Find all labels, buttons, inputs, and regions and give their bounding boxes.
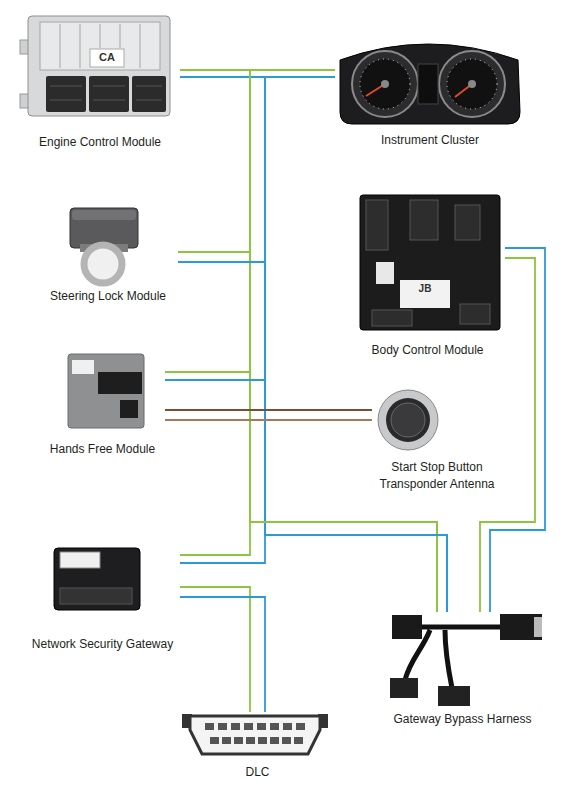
obd-connector <box>438 686 470 706</box>
module-node: Body Control Module <box>350 185 505 359</box>
dlc-shell <box>190 716 320 754</box>
part-marking: JB <box>400 284 450 294</box>
wire <box>180 535 447 612</box>
button-bezel <box>378 390 438 450</box>
bus-connector <box>165 410 372 420</box>
connector <box>410 200 438 240</box>
engine-control-module-picture <box>20 16 170 116</box>
wire <box>178 262 447 612</box>
wire <box>165 409 372 411</box>
bus-connector <box>480 248 545 612</box>
harness-connector <box>392 615 422 639</box>
bus-connector <box>178 252 447 612</box>
button-center <box>391 403 425 437</box>
network-security-gateway-picture <box>54 548 140 610</box>
module-label: Network Security Gateway <box>25 636 180 653</box>
gauge <box>352 51 418 117</box>
bus-connector <box>180 70 447 612</box>
module-label: Gateway Bypass Harness <box>380 711 545 728</box>
part-marking: CA <box>90 52 124 63</box>
gauge-scale <box>360 59 410 109</box>
module-label: Instrument Cluster <box>335 132 525 149</box>
bus-connector <box>180 522 447 612</box>
gateway-bypass-harness-picture <box>390 614 542 706</box>
connector-detail <box>50 86 162 100</box>
module-label: Steering Lock Module <box>38 288 178 305</box>
wire <box>180 587 250 712</box>
needle-hub <box>468 80 476 88</box>
wire <box>250 70 437 612</box>
bus-connector <box>180 587 265 712</box>
harness-connector <box>500 614 542 640</box>
sticker <box>400 280 450 308</box>
lock-ring <box>84 245 122 283</box>
module-housing <box>28 16 170 116</box>
connector <box>455 205 480 240</box>
module-node: Engine Control Module <box>20 5 180 151</box>
bus-connector <box>165 372 447 612</box>
module-housing <box>54 548 140 610</box>
obd-connector <box>390 678 418 698</box>
module-node: Gateway Bypass Harness <box>380 612 545 728</box>
needle-hub <box>381 80 389 88</box>
steering-lock-module-picture <box>70 208 138 283</box>
center-display <box>418 64 438 104</box>
connector <box>60 588 132 604</box>
dlc-picture <box>182 714 328 754</box>
housing-ribs <box>60 24 140 68</box>
connector <box>89 76 129 112</box>
module-label: Hands Free Module <box>40 441 165 458</box>
body-control-module-picture <box>360 195 500 330</box>
module-housing <box>360 195 500 330</box>
module-node: Network Security Gateway <box>25 535 180 653</box>
button-face <box>386 398 430 442</box>
module-label: Body Control Module <box>350 342 505 359</box>
wire <box>165 419 372 421</box>
housing-top <box>40 22 160 70</box>
wire <box>180 522 437 612</box>
white-connector <box>376 262 394 284</box>
instrument-cluster-picture <box>340 44 520 124</box>
wire <box>180 70 437 612</box>
wire <box>165 380 447 612</box>
start-stop-button-picture <box>378 390 438 450</box>
module-label: Engine Control Module <box>20 134 180 151</box>
wire <box>180 597 265 712</box>
module-node: Hands Free Module <box>40 345 165 458</box>
module-node: Start Stop Button Transponder Antenna <box>372 380 502 493</box>
wire <box>178 252 437 612</box>
cluster-housing <box>340 44 520 124</box>
connector <box>132 76 166 112</box>
sticker <box>60 552 100 568</box>
bus-connector <box>250 70 447 612</box>
gauge-scale <box>447 59 497 109</box>
wire <box>165 372 437 612</box>
dlc-pins <box>205 723 305 744</box>
module-node: Steering Lock Module <box>38 200 178 305</box>
hands-free-module-picture <box>68 354 144 428</box>
module-node: Instrument Cluster <box>335 35 525 149</box>
connector <box>120 400 138 418</box>
module-node: DLC <box>180 712 335 781</box>
sticker <box>72 360 94 374</box>
module-label: Start Stop Button Transponder Antenna <box>372 459 502 493</box>
connector <box>372 310 412 326</box>
connector <box>460 304 490 324</box>
wire <box>480 258 535 612</box>
gauge <box>439 51 505 117</box>
sticker <box>90 49 124 67</box>
lock-top <box>72 210 136 220</box>
connector-tip <box>534 617 542 637</box>
connector <box>366 200 388 250</box>
wire <box>490 248 545 612</box>
module-housing <box>68 354 144 428</box>
module-label: DLC <box>180 764 335 781</box>
connector <box>98 372 142 394</box>
connector <box>46 76 86 112</box>
